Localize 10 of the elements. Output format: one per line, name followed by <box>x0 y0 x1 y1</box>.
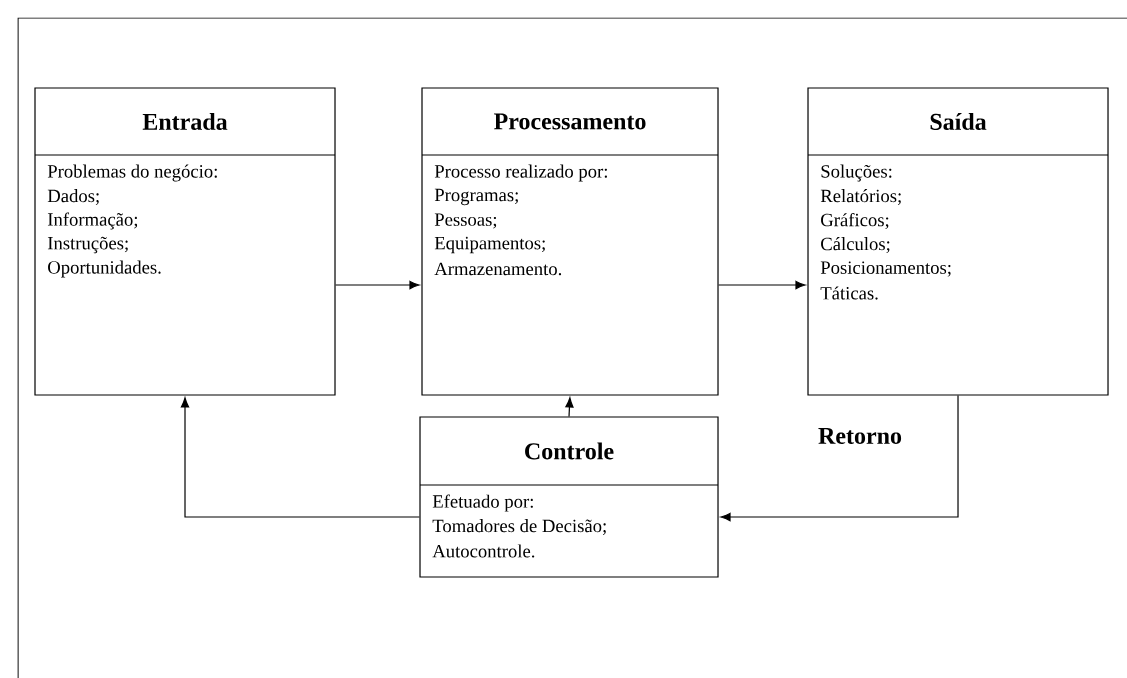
arrow <box>718 280 806 290</box>
edge-label: Retorno <box>816 426 904 446</box>
process-box: Processamento Processo realizado por: Programas; Pessoas; Equipamentos; Armazenamento. <box>421 87 719 396</box>
arrow <box>335 280 420 290</box>
arrow <box>565 397 574 417</box>
process-box: Controle Efetuado por: Tomadores de Decisão; Autocontrole. <box>419 416 719 578</box>
process-box: Entrada Problemas do negócio: Dados; Informação; Instruções; Oportunidades. <box>34 87 336 396</box>
process-box: Saída Soluções: Relatórios; Gráficos; Cálculos; Posicionamentos; Táticas. <box>807 87 1109 396</box>
arrow <box>180 397 420 518</box>
arrow <box>720 395 959 522</box>
